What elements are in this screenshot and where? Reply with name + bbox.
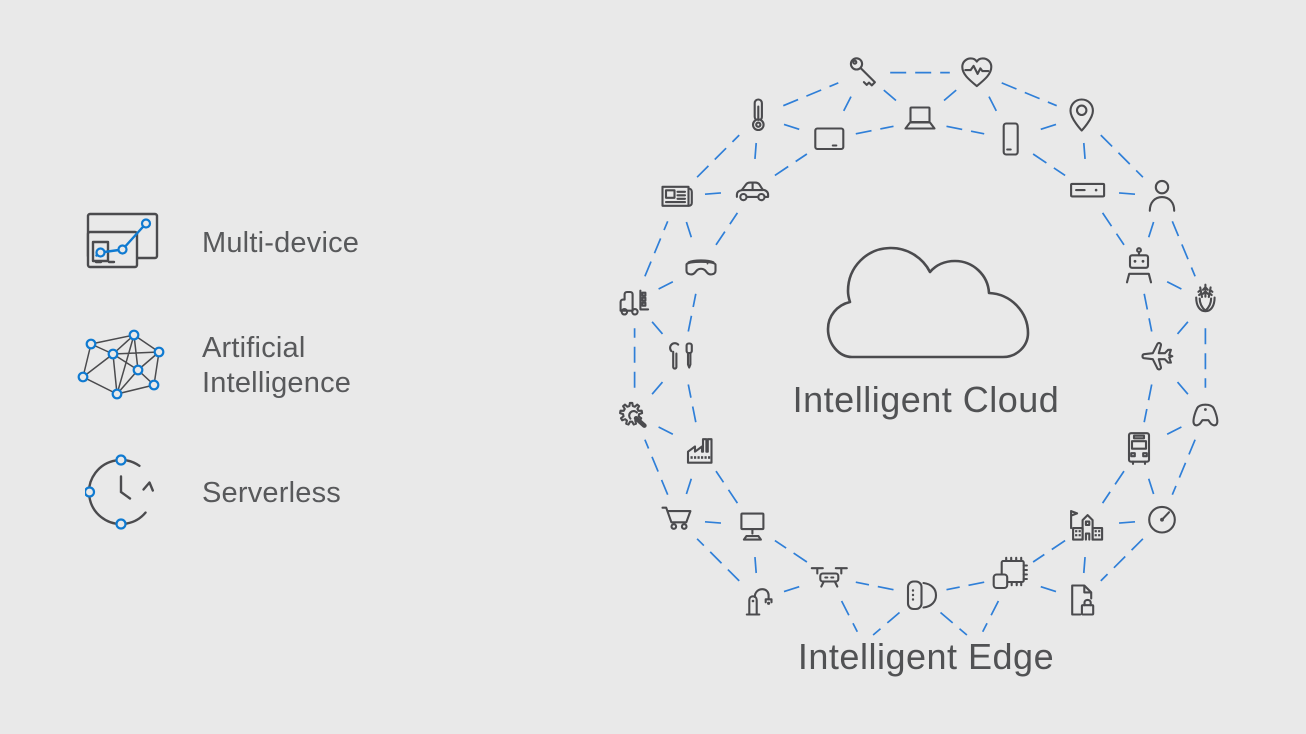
- desktop-monitor-icon: [740, 512, 765, 541]
- connection-line: [840, 600, 859, 633]
- shopping-cart-icon: [661, 506, 692, 530]
- location-pin-icon: [1069, 98, 1094, 132]
- heart-pulse-icon: [961, 57, 993, 88]
- school-icon: [1070, 510, 1104, 541]
- connection-line: [644, 439, 669, 496]
- connection-line: [1173, 377, 1189, 395]
- connection-line: [1162, 278, 1182, 290]
- connection-line: [1171, 439, 1196, 496]
- connection-line: [685, 474, 694, 495]
- connection-line: [855, 581, 894, 591]
- connection-line: [1032, 153, 1066, 177]
- gauge-icon: [1148, 505, 1176, 534]
- connection-line: [658, 426, 678, 438]
- thermometer-icon: [751, 98, 765, 132]
- connection-line: [1173, 321, 1189, 339]
- connection-line: [753, 142, 758, 164]
- connection-line: [753, 552, 758, 574]
- vr-headset-icon: [685, 259, 717, 276]
- legend-label-multi-device: Multi-device: [202, 227, 360, 259]
- connection-line: [1146, 221, 1155, 242]
- connection-line: [783, 123, 804, 132]
- connection-line: [840, 96, 852, 116]
- connection-line: [782, 82, 839, 107]
- connection-line: [1146, 474, 1155, 495]
- person-icon: [1148, 179, 1176, 212]
- connection-line: [1101, 212, 1125, 246]
- connection-line: [1036, 584, 1057, 593]
- connection-line: [1114, 520, 1136, 525]
- newspaper-icon: [661, 185, 693, 207]
- robot-arm-icon: [745, 588, 773, 616]
- tools-icon: [669, 342, 693, 370]
- connection-line: [704, 520, 726, 525]
- connection-line: [1036, 123, 1057, 132]
- factory-icon: [686, 438, 713, 464]
- multi-device-icon: [86, 212, 159, 269]
- connection-line: [644, 220, 669, 277]
- connection-line: [774, 153, 808, 177]
- corn-icon: [1195, 283, 1216, 313]
- key-icon: [849, 57, 876, 87]
- connection-line: [783, 584, 804, 593]
- connection-line: [1100, 538, 1144, 582]
- artificial-intelligence-icon: [77, 329, 165, 400]
- intelligent-cloud-label: Intelligent Cloud: [792, 379, 1060, 420]
- connection-line: [715, 470, 739, 504]
- connection-line: [651, 321, 667, 339]
- connection-line: [651, 377, 667, 395]
- set-top-box-icon: [1070, 182, 1106, 198]
- connection-line: [687, 384, 697, 423]
- airplane-icon: [1141, 341, 1174, 371]
- legend-label-serverless: Serverless: [202, 477, 341, 509]
- gear-wrench-icon: [619, 401, 647, 428]
- connection-line: [1171, 220, 1196, 277]
- connection-line: [855, 125, 894, 135]
- phone-icon: [1002, 122, 1019, 156]
- connection-line: [939, 611, 968, 636]
- connection-line: [1082, 142, 1087, 164]
- forklift-icon: [619, 289, 650, 316]
- tablet-icon: [814, 127, 845, 151]
- intelligent-edge-label: Intelligent Edge: [797, 636, 1055, 677]
- bus-icon: [1127, 432, 1151, 465]
- connection-line: [1001, 82, 1058, 107]
- connection-line: [685, 221, 694, 242]
- connection-line: [1143, 384, 1153, 423]
- connection-line: [696, 134, 740, 178]
- drone-icon: [810, 567, 848, 588]
- connection-line: [1143, 293, 1153, 332]
- connection-line: [1100, 134, 1144, 178]
- fitness-band-icon: [906, 580, 938, 611]
- game-controller-icon: [1192, 403, 1219, 427]
- connection-line: [1082, 552, 1087, 574]
- connection-line: [872, 611, 901, 636]
- laptop-icon: [904, 106, 936, 130]
- connection-line: [946, 125, 985, 135]
- connection-line: [883, 89, 901, 105]
- connection-line: [981, 600, 1000, 633]
- connection-line: [1032, 539, 1066, 563]
- legend-label-artificial-intelligence: Artificial Intelligence: [202, 332, 352, 399]
- connection-line: [939, 89, 957, 105]
- robot-icon: [1125, 247, 1153, 284]
- connection-line: [946, 581, 985, 591]
- connection-line: [715, 212, 739, 246]
- connection-line: [1101, 470, 1125, 504]
- serverless-icon: [85, 454, 154, 530]
- connection-line: [687, 293, 697, 332]
- connection-line: [988, 96, 1000, 116]
- secure-document-icon: [1071, 584, 1095, 616]
- connection-line: [774, 539, 808, 563]
- cloud-icon: [826, 246, 1030, 359]
- connection-line: [696, 538, 740, 582]
- connection-line: [1114, 191, 1136, 196]
- chip-icon: [992, 556, 1028, 590]
- car-icon: [735, 181, 770, 202]
- connection-line: [1162, 426, 1182, 438]
- connection-line: [658, 278, 678, 290]
- connection-line: [704, 191, 726, 196]
